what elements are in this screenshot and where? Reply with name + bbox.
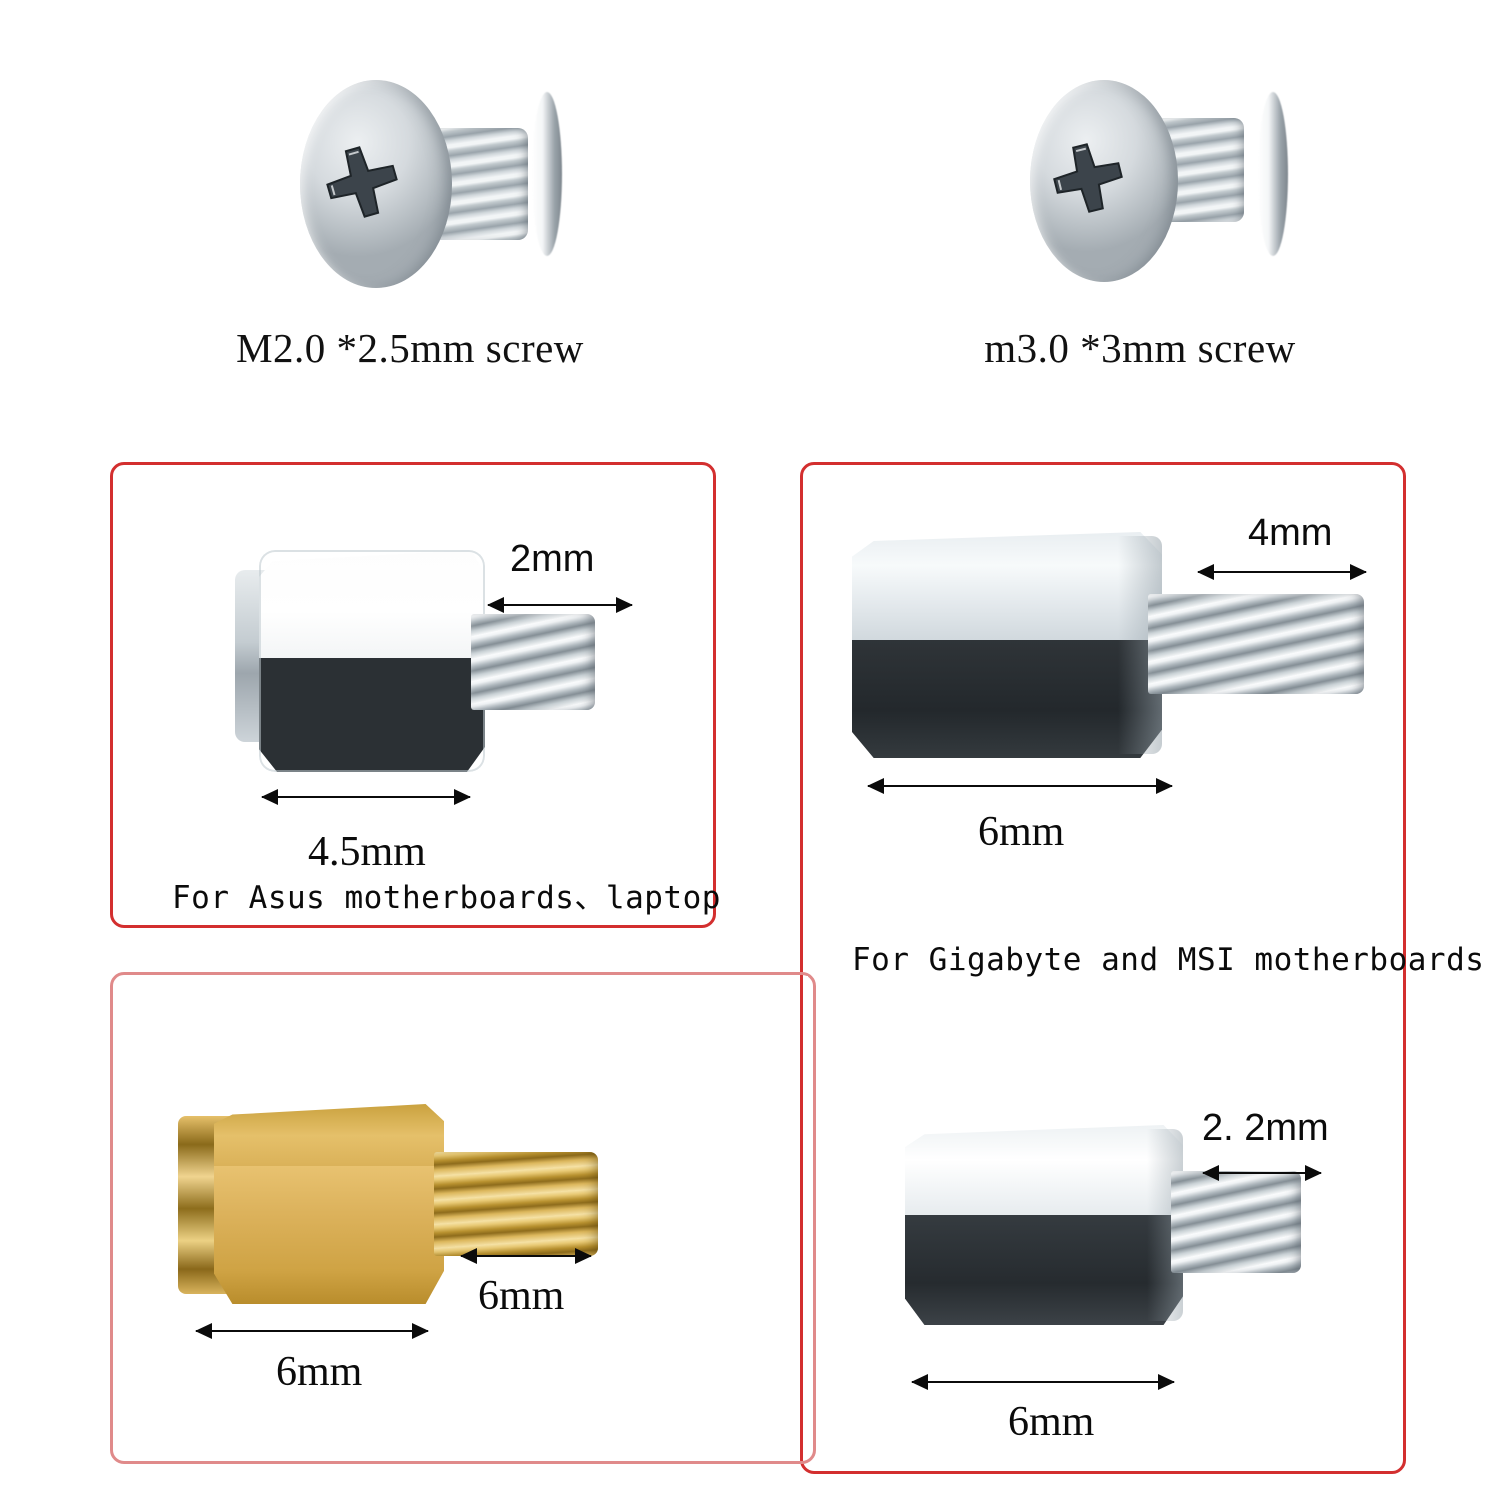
thread-length-label: 2mm [510,538,595,580]
standoff-top-face [214,1104,444,1170]
body-length-arrow [195,1323,429,1339]
standoff-thread [434,1152,598,1256]
body-length-arrow [261,789,471,805]
phillips-flat-head-screw-icon [300,70,562,300]
thread-length-arrow [487,597,633,613]
panel-caption: For Gigabyte and MSI motherboards [852,942,1485,978]
standoff-thread [471,614,595,710]
phillips-cross-slot-icon [1053,143,1123,213]
body-length-arrow [867,778,1173,794]
thread-length-arrow [460,1248,592,1264]
screw-label: m3.0 *3mm screw [984,325,1296,371]
standoff-hex-body [905,1125,1183,1325]
hex-standoff-white-black-icon [235,542,595,772]
body-length-arrow [911,1374,1175,1390]
screw-head-rim [532,92,562,256]
panel-caption: For Asus motherboards、laptop [172,880,721,916]
body-length-label: 4.5mm [308,829,426,875]
standoff-black-face [852,640,1162,758]
standoff-hex-body [852,532,1162,758]
standoff-thread [1148,594,1364,694]
thread-length-arrow [1197,564,1367,580]
phillips-cross-slot-icon [326,146,398,218]
thread-length-label: 4mm [1248,512,1333,554]
screw-cell-m2: M2.0 *2.5mm screw [110,70,710,372]
phillips-flat-head-screw-icon [1030,70,1290,300]
standoff-top-face [852,532,1162,644]
hex-standoff-steel-black-icon [905,1125,1325,1325]
panel-standoff-gigabyte-msi [800,462,1406,1474]
standoff-hex-body [259,550,485,772]
standoff-thread [1171,1171,1301,1273]
body-length-label: 6mm [978,809,1065,855]
hex-standoff-brass-icon [178,1104,598,1304]
standoff-black-face [905,1215,1183,1325]
panel-overlap-mask [804,976,808,1454]
standoff-top-face [905,1125,1183,1217]
body-length-label: 6mm [276,1349,363,1395]
thread-length-arrow [1202,1165,1322,1181]
panel-standoff-brass [110,972,816,1464]
screw-cell-m3: m3.0 *3mm screw [840,70,1440,372]
body-length-label: 6mm [1008,1399,1095,1445]
hex-standoff-steel-icon [852,532,1364,758]
panel-standoff-asus [110,462,716,928]
screw-head-rim [1258,92,1288,256]
standoff-hex-body [214,1104,444,1304]
thread-length-label: 2. 2mm [1202,1107,1329,1149]
standoff-top-face [259,550,485,662]
screw-label: M2.0 *2.5mm screw [236,325,584,371]
thread-length-label: 6mm [478,1273,565,1319]
standoff-body-edge [259,550,485,772]
standoff-black-face [259,658,485,772]
standoff-front-face [214,1166,444,1304]
